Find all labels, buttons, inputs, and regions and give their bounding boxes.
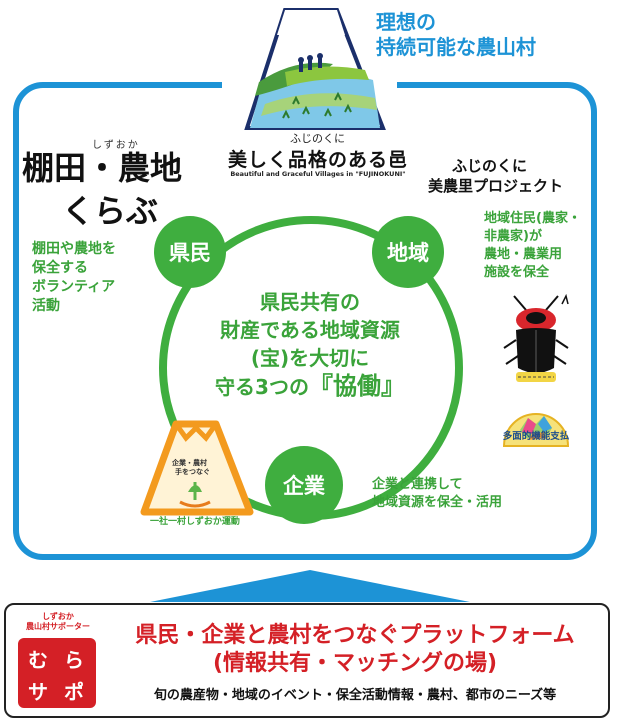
logo-english: Beautiful and Graceful Villages in "FUJI… xyxy=(230,170,406,178)
company-logo-line1: 企業・農村 xyxy=(172,459,207,467)
left-desc-line: ボランティア xyxy=(32,279,116,295)
logo-subtitle: ふじのくに xyxy=(290,132,345,145)
right-desc-line: 農地・農業用 xyxy=(484,247,563,262)
header-title-line2: 持続可能な農山村 xyxy=(376,35,536,59)
left-desc-line: 活動 xyxy=(32,298,60,314)
mountain-logo-icon xyxy=(244,8,386,130)
company-logo-caption: 一社一村しずおか運動 xyxy=(150,517,240,527)
firefly-icon xyxy=(503,294,569,382)
right-desc-line: 施設を保全 xyxy=(484,265,550,280)
center-line4: 守る3つの『協働』 xyxy=(195,372,425,401)
right-description: 地域住民(農家・ 非農家)が 農地・農業用 施設を保全 xyxy=(484,210,581,282)
platform-title: 県民・企業と農村をつなぐプラットフォーム (情報共有・マッチングの場) xyxy=(115,622,595,678)
node-kenmin: 県民 xyxy=(154,216,226,288)
mura-logo-caption: しずおか 農山村サポーター xyxy=(18,612,98,632)
mura-char: む xyxy=(28,648,48,672)
fuji-hands-icon xyxy=(140,420,254,516)
mura-logo-reading: しずおか xyxy=(42,612,74,621)
left-desc-line: 保全する xyxy=(32,260,88,276)
up-arrow-icon xyxy=(150,570,470,602)
platform-footer: 旬の農産物・地域のイベント・保全活動情報・農村、都市のニーズ等 xyxy=(153,688,557,703)
right-title-line2: 美農里プロジェクト xyxy=(428,177,564,195)
node-kigyo: 企業 xyxy=(265,446,343,524)
header-title: 理想の 持続可能な農山村 xyxy=(376,10,536,60)
center-line4-emphasis: 『協働』 xyxy=(308,372,405,400)
logo-title: 美しく品格のある邑 xyxy=(228,149,409,171)
right-title: ふじのくに 美農里プロジェクト xyxy=(428,156,563,196)
company-desc-line: 地域資源を保全・活用 xyxy=(372,495,503,510)
mura-logo-subtitle: 農山村サポーター xyxy=(26,622,90,631)
node-chiiki: 地域 xyxy=(372,216,444,288)
company-logo-line2: 手をつなぐ xyxy=(175,468,210,476)
header-title-line1: 理想の xyxy=(376,10,436,34)
platform-box xyxy=(4,603,610,718)
platform-title-line2: (情報共有・マッチングの場) xyxy=(212,651,498,676)
platform-title-line1: 県民・企業と農村をつなぐプラットフォーム xyxy=(135,623,575,648)
center-line3: (宝)を大切に xyxy=(250,346,370,370)
emblem-icon xyxy=(502,413,570,447)
right-title-line1: ふじのくに xyxy=(452,157,528,175)
company-desc-line: 企業と連携して xyxy=(372,477,463,492)
mura-sapo-logo: む ら サ ポ xyxy=(18,638,96,708)
right-desc-line: 地域住民(農家・ xyxy=(484,211,581,226)
center-line1: 県民共有の xyxy=(260,290,360,314)
center-text: 県民共有の 財産である地域資源 (宝)を大切に 守る3つの『協働』 xyxy=(195,288,425,401)
tanada-reading: しずおか xyxy=(92,140,140,151)
emblem-label: 多面的機能支払 xyxy=(502,431,570,442)
mura-char: ポ xyxy=(64,680,84,704)
mura-char: ら xyxy=(64,648,84,672)
left-description: 棚田や農地を 保全する ボランティア 活動 xyxy=(32,240,116,316)
mura-char: サ xyxy=(28,680,48,704)
center-line2: 財産である地域資源 xyxy=(220,318,400,342)
left-desc-line: 棚田や農地を xyxy=(32,241,116,257)
center-line4-prefix: 守る3つの xyxy=(215,375,309,399)
tanada-logo-kana: くらぶ xyxy=(62,192,159,230)
company-description: 企業と連携して 地域資源を保全・活用 xyxy=(372,476,502,512)
right-desc-line: 非農家)が xyxy=(484,229,542,244)
tanada-logo-main: 棚田・農地 xyxy=(22,149,183,187)
